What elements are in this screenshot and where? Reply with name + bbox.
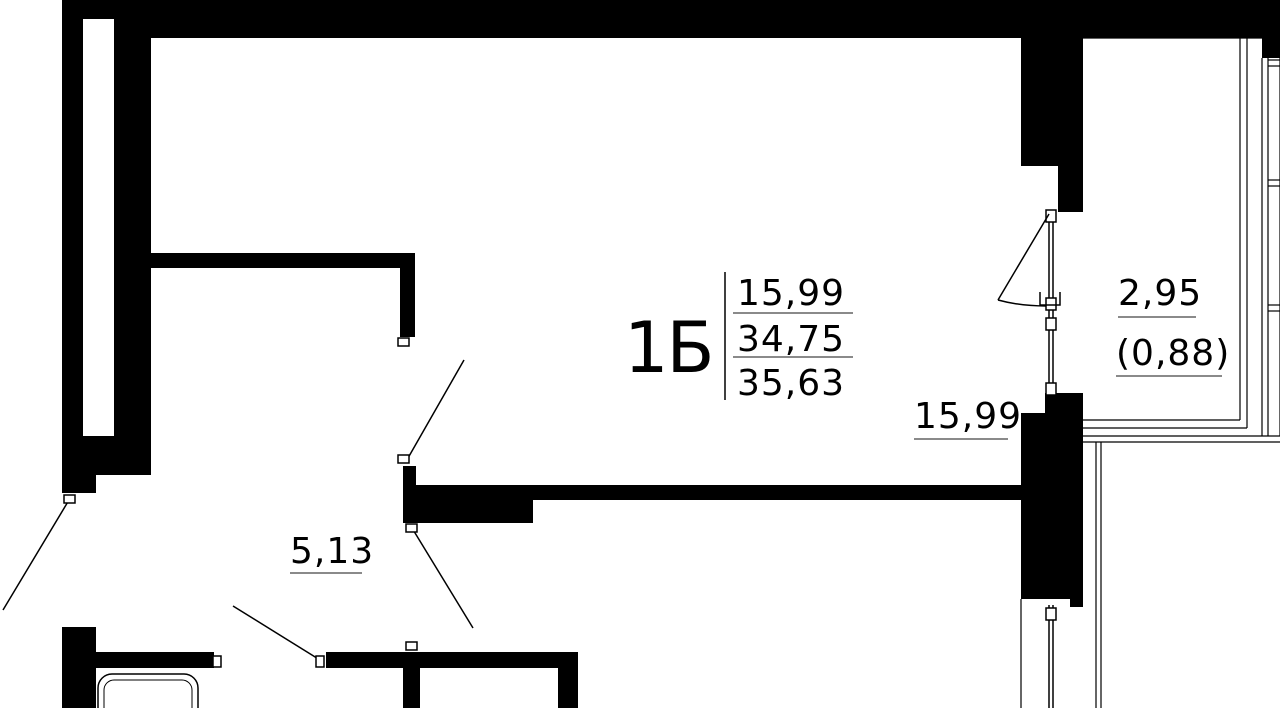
wall-left-stub [62, 475, 96, 493]
total-area-value: 34,75 [737, 319, 845, 360]
wall-middle-stub [403, 466, 416, 488]
wall-bottom-middle-drop2 [558, 668, 578, 708]
balcony-outline [1020, 37, 1280, 708]
hall-area-label: 5,13 [290, 531, 374, 572]
wall-left-outer [62, 0, 82, 493]
apartment-type-label: 1Б [624, 307, 713, 389]
total-with-balcony-area-value: 35,63 [737, 363, 845, 404]
balcony-reduced-area-label: (0,88) [1116, 333, 1230, 374]
living-area-value: 15,99 [737, 273, 845, 314]
door-hinges [63, 337, 418, 668]
wall-left-inner [115, 0, 151, 475]
door-swing-balcony [997, 213, 1050, 307]
bathtub-inner [103, 679, 193, 708]
wall-partition-upper [150, 253, 415, 268]
wall-bottom-left-vertical [62, 627, 96, 708]
wall-left-bottom [62, 437, 150, 475]
wall-top [62, 0, 1262, 38]
wall-bottom-middle-drop1 [403, 668, 420, 708]
wall-partition-upper-drop [400, 253, 415, 337]
left-window [81, 17, 116, 438]
wall-right-pillar-lower-c [1070, 599, 1083, 607]
walls [62, 0, 1280, 708]
main-room-area-label: 15,99 [914, 396, 1022, 437]
wall-middle-long [533, 485, 1033, 500]
wall-top-right-end [1262, 0, 1280, 58]
door-swings [2, 359, 474, 661]
balcony-door [1039, 209, 1061, 708]
wall-right-pillar-top-b [1058, 38, 1083, 212]
wall-right-pillar-lower [1021, 413, 1083, 599]
wall-right-pillar-lower-b [1045, 393, 1083, 413]
wall-bottom-middle [326, 652, 578, 668]
balcony-area-label: 2,95 [1118, 273, 1202, 314]
wall-middle-block [403, 485, 533, 523]
wall-bottom-left-horizontal [96, 652, 214, 668]
